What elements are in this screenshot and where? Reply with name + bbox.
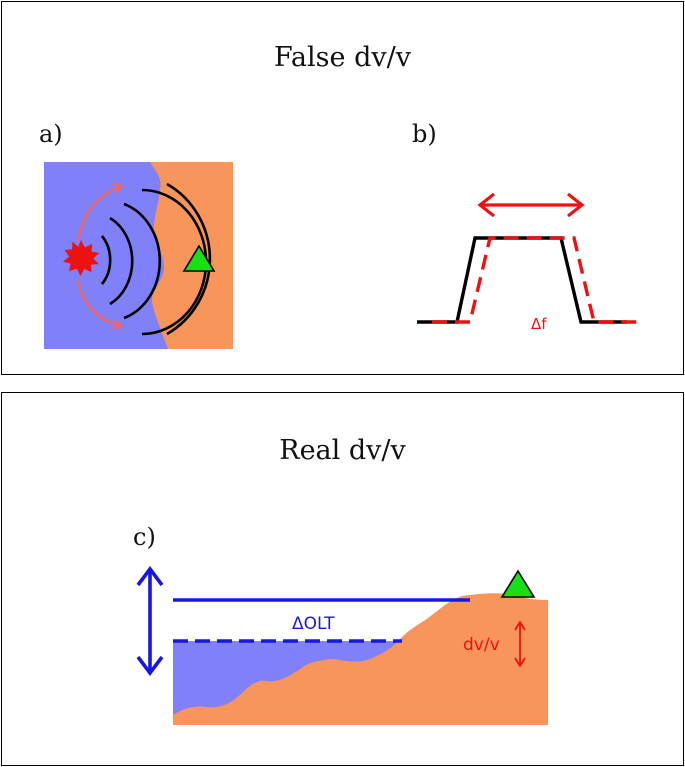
wavefront-5 <box>166 182 212 336</box>
star-burst-icon <box>63 240 100 276</box>
label-a: a) <box>39 120 63 148</box>
wavefront-1 <box>100 235 112 285</box>
panel-title-false: False dv/v <box>274 42 411 73</box>
panel-false-dvv: False dv/v a) b) <box>1 1 684 375</box>
real-dvv-diagram: ΔOLT dv/v <box>136 566 548 725</box>
water-level-double-arrow <box>136 566 164 676</box>
triangle-station-icon <box>182 244 216 272</box>
wavefront-3 <box>123 202 162 320</box>
shift-double-arrow <box>477 192 585 218</box>
dvv-label: dv/v <box>463 635 500 655</box>
triangle-station-icon <box>500 569 536 598</box>
curved-arrow-up <box>76 187 120 243</box>
label-b: b) <box>412 120 437 148</box>
terrain-region <box>173 593 548 725</box>
medium-orange-region <box>150 162 233 349</box>
panel-title-real: Real dv/v <box>279 435 406 466</box>
spectrum-original <box>417 236 627 324</box>
panel-real-dvv: Real dv/v c) ΔOLT dv/v <box>1 392 684 766</box>
dvv-double-arrow <box>514 620 526 668</box>
label-c: c) <box>133 523 156 551</box>
false-dvv-diagram: Δf <box>44 162 644 349</box>
curved-arrow-down <box>76 279 120 326</box>
wavefront-2 <box>109 216 134 306</box>
spectrum-shifted <box>432 236 644 324</box>
delta-f-label: Δf <box>531 315 547 333</box>
delta-olt-label: ΔOLT <box>292 614 335 634</box>
wavefronts <box>100 182 212 336</box>
